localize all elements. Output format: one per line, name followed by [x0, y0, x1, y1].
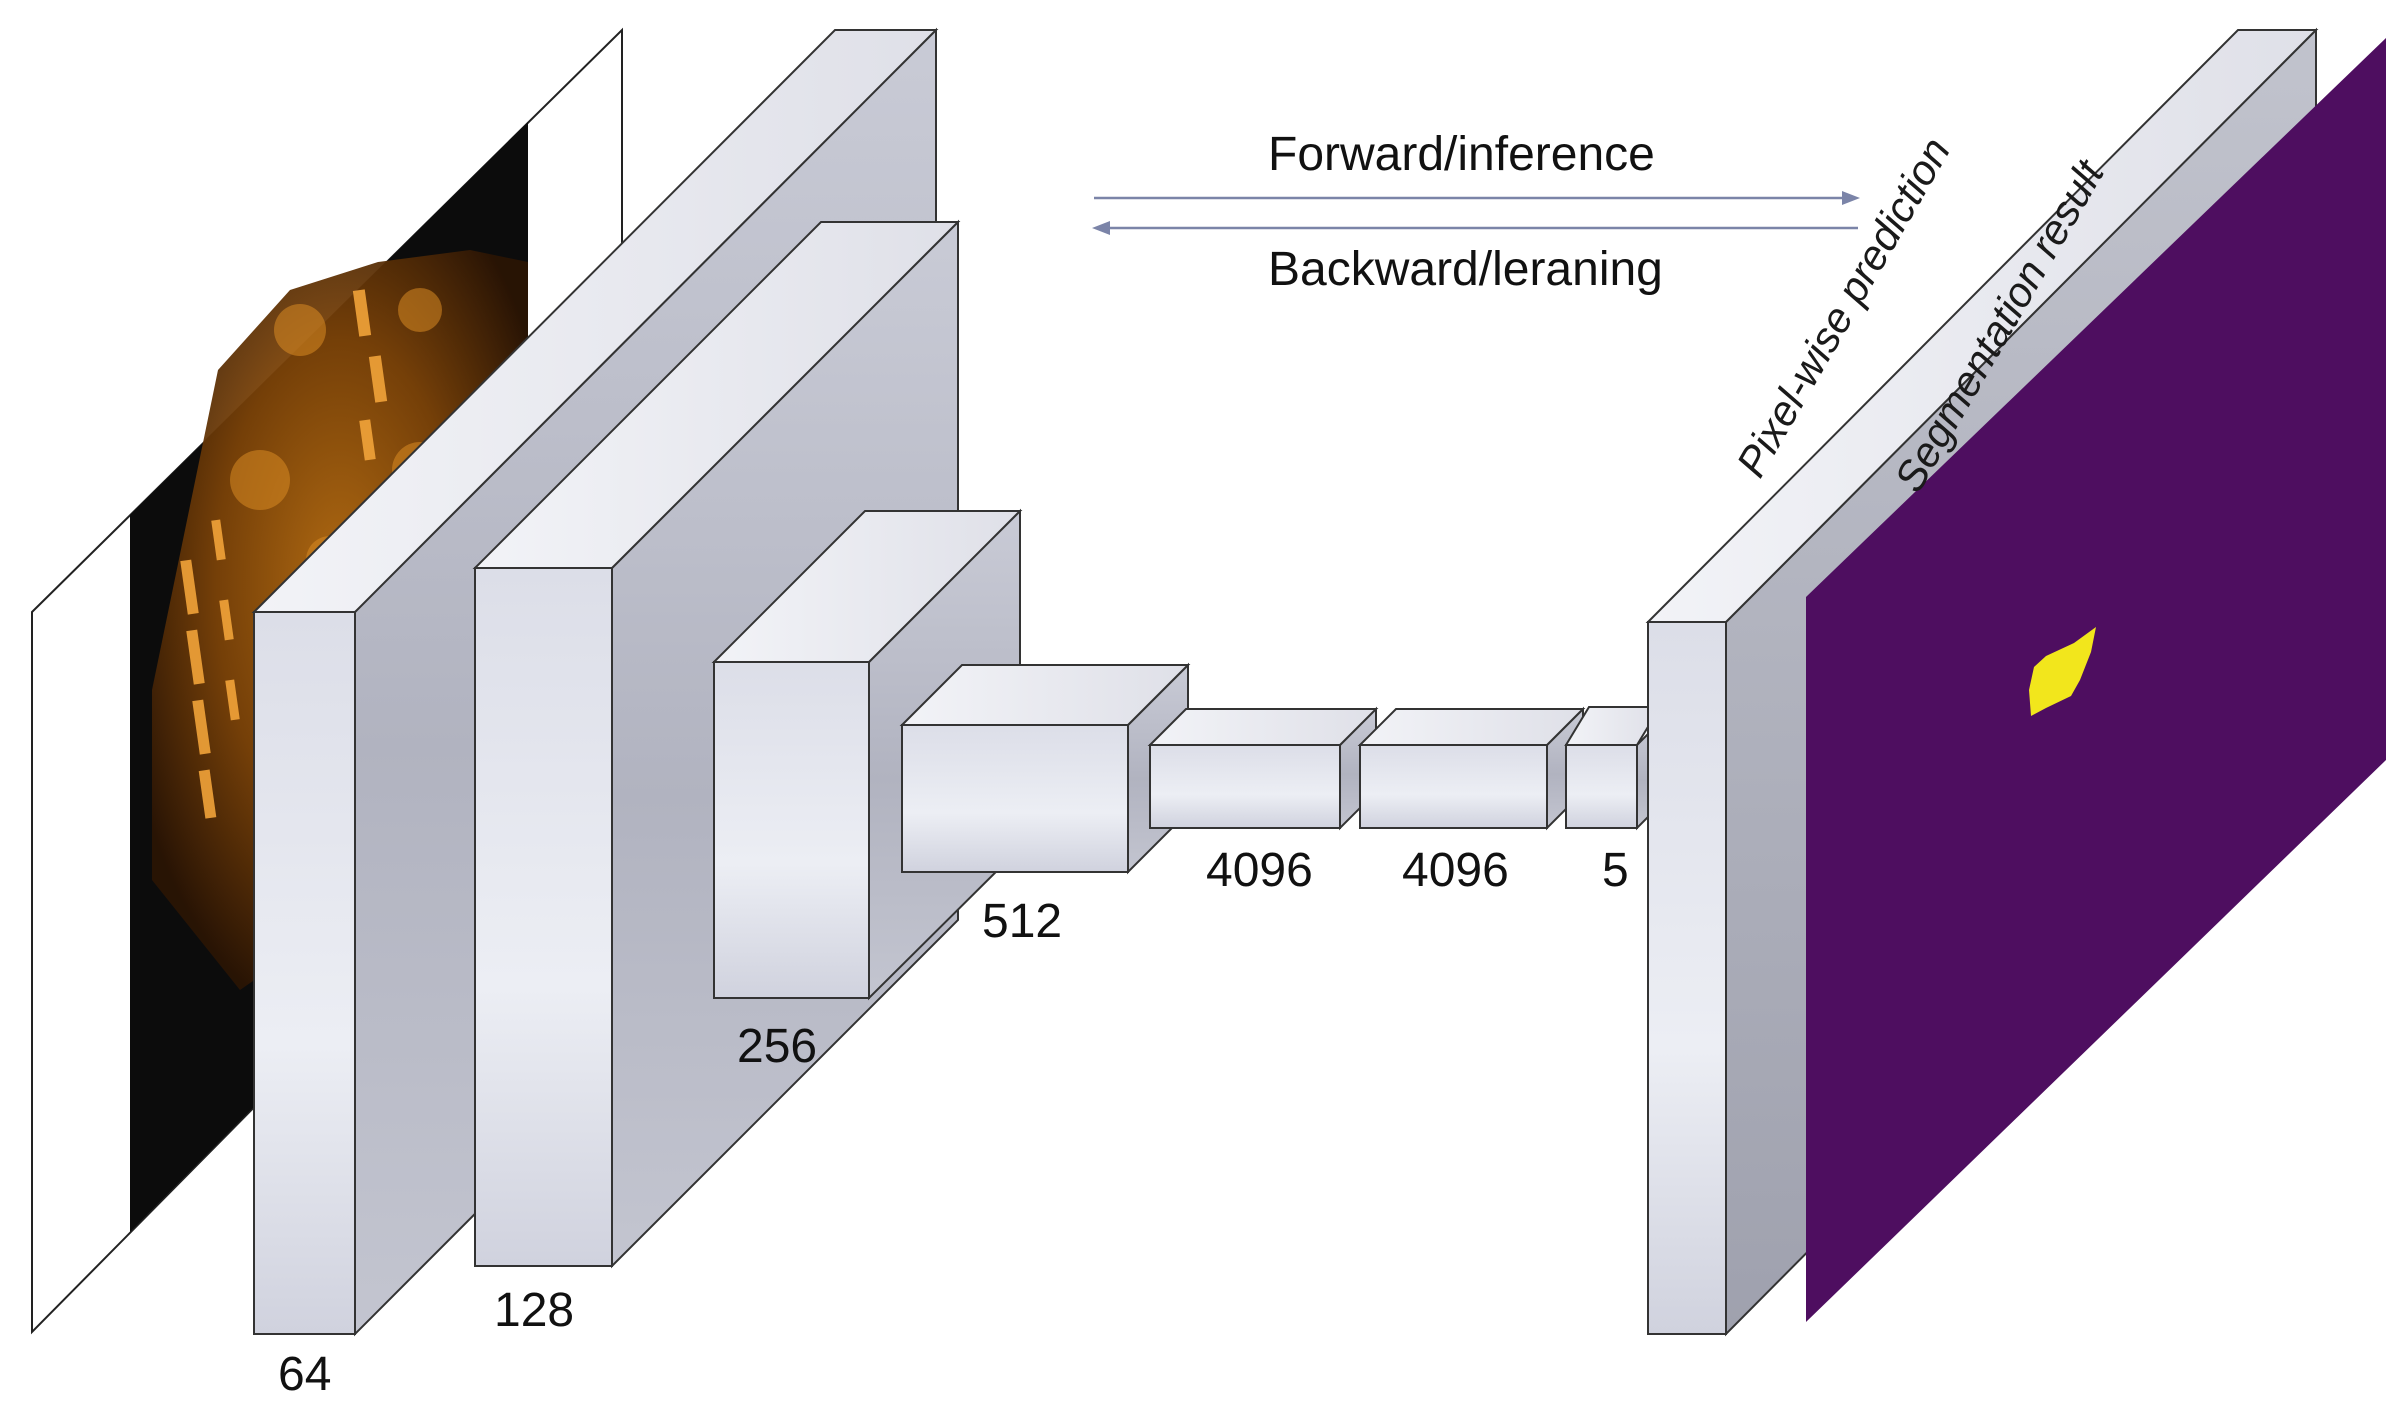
fc-block-4096-b	[1357, 706, 1586, 831]
layer-label-512: 512	[982, 895, 1062, 948]
fc-block-4096-a-top	[1147, 708, 1379, 746]
conv-block-128-front	[474, 567, 613, 1267]
fc-block-4096-b-top	[1357, 708, 1586, 746]
fc-block-5-front	[1565, 744, 1638, 829]
conv-block-512-front	[901, 724, 1129, 873]
fc-block-4096-a-front	[1149, 744, 1341, 829]
conv-block-64-front	[253, 611, 356, 1335]
segmentation-result-map	[1806, 38, 2386, 1322]
fc-block-5	[1564, 706, 1662, 831]
backward-arrow-head	[1092, 221, 1110, 235]
layer-label-4096-b: 4096	[1402, 844, 1509, 897]
fc-block-4096-b-front	[1359, 744, 1548, 829]
segmentation-region	[2029, 627, 2096, 716]
layer-label-5: 5	[1602, 844, 1629, 897]
direction-arrows	[1092, 191, 1860, 235]
layer-label-64: 64	[278, 1348, 331, 1401]
fc-block-4096-a	[1147, 706, 1379, 831]
conv-block-256-front	[713, 661, 870, 999]
layer-label-256: 256	[737, 1020, 817, 1073]
backward-label: Backward/leraning	[1268, 243, 1663, 296]
forward-label: Forward/inference	[1268, 128, 1655, 181]
layer-label-128: 128	[494, 1284, 574, 1337]
segmentation-background	[1806, 38, 2386, 1322]
conv-block-512	[899, 662, 1191, 875]
forward-arrow-head	[1842, 191, 1860, 205]
prediction-block-front	[1647, 621, 1727, 1335]
layer-label-4096-a: 4096	[1206, 844, 1313, 897]
